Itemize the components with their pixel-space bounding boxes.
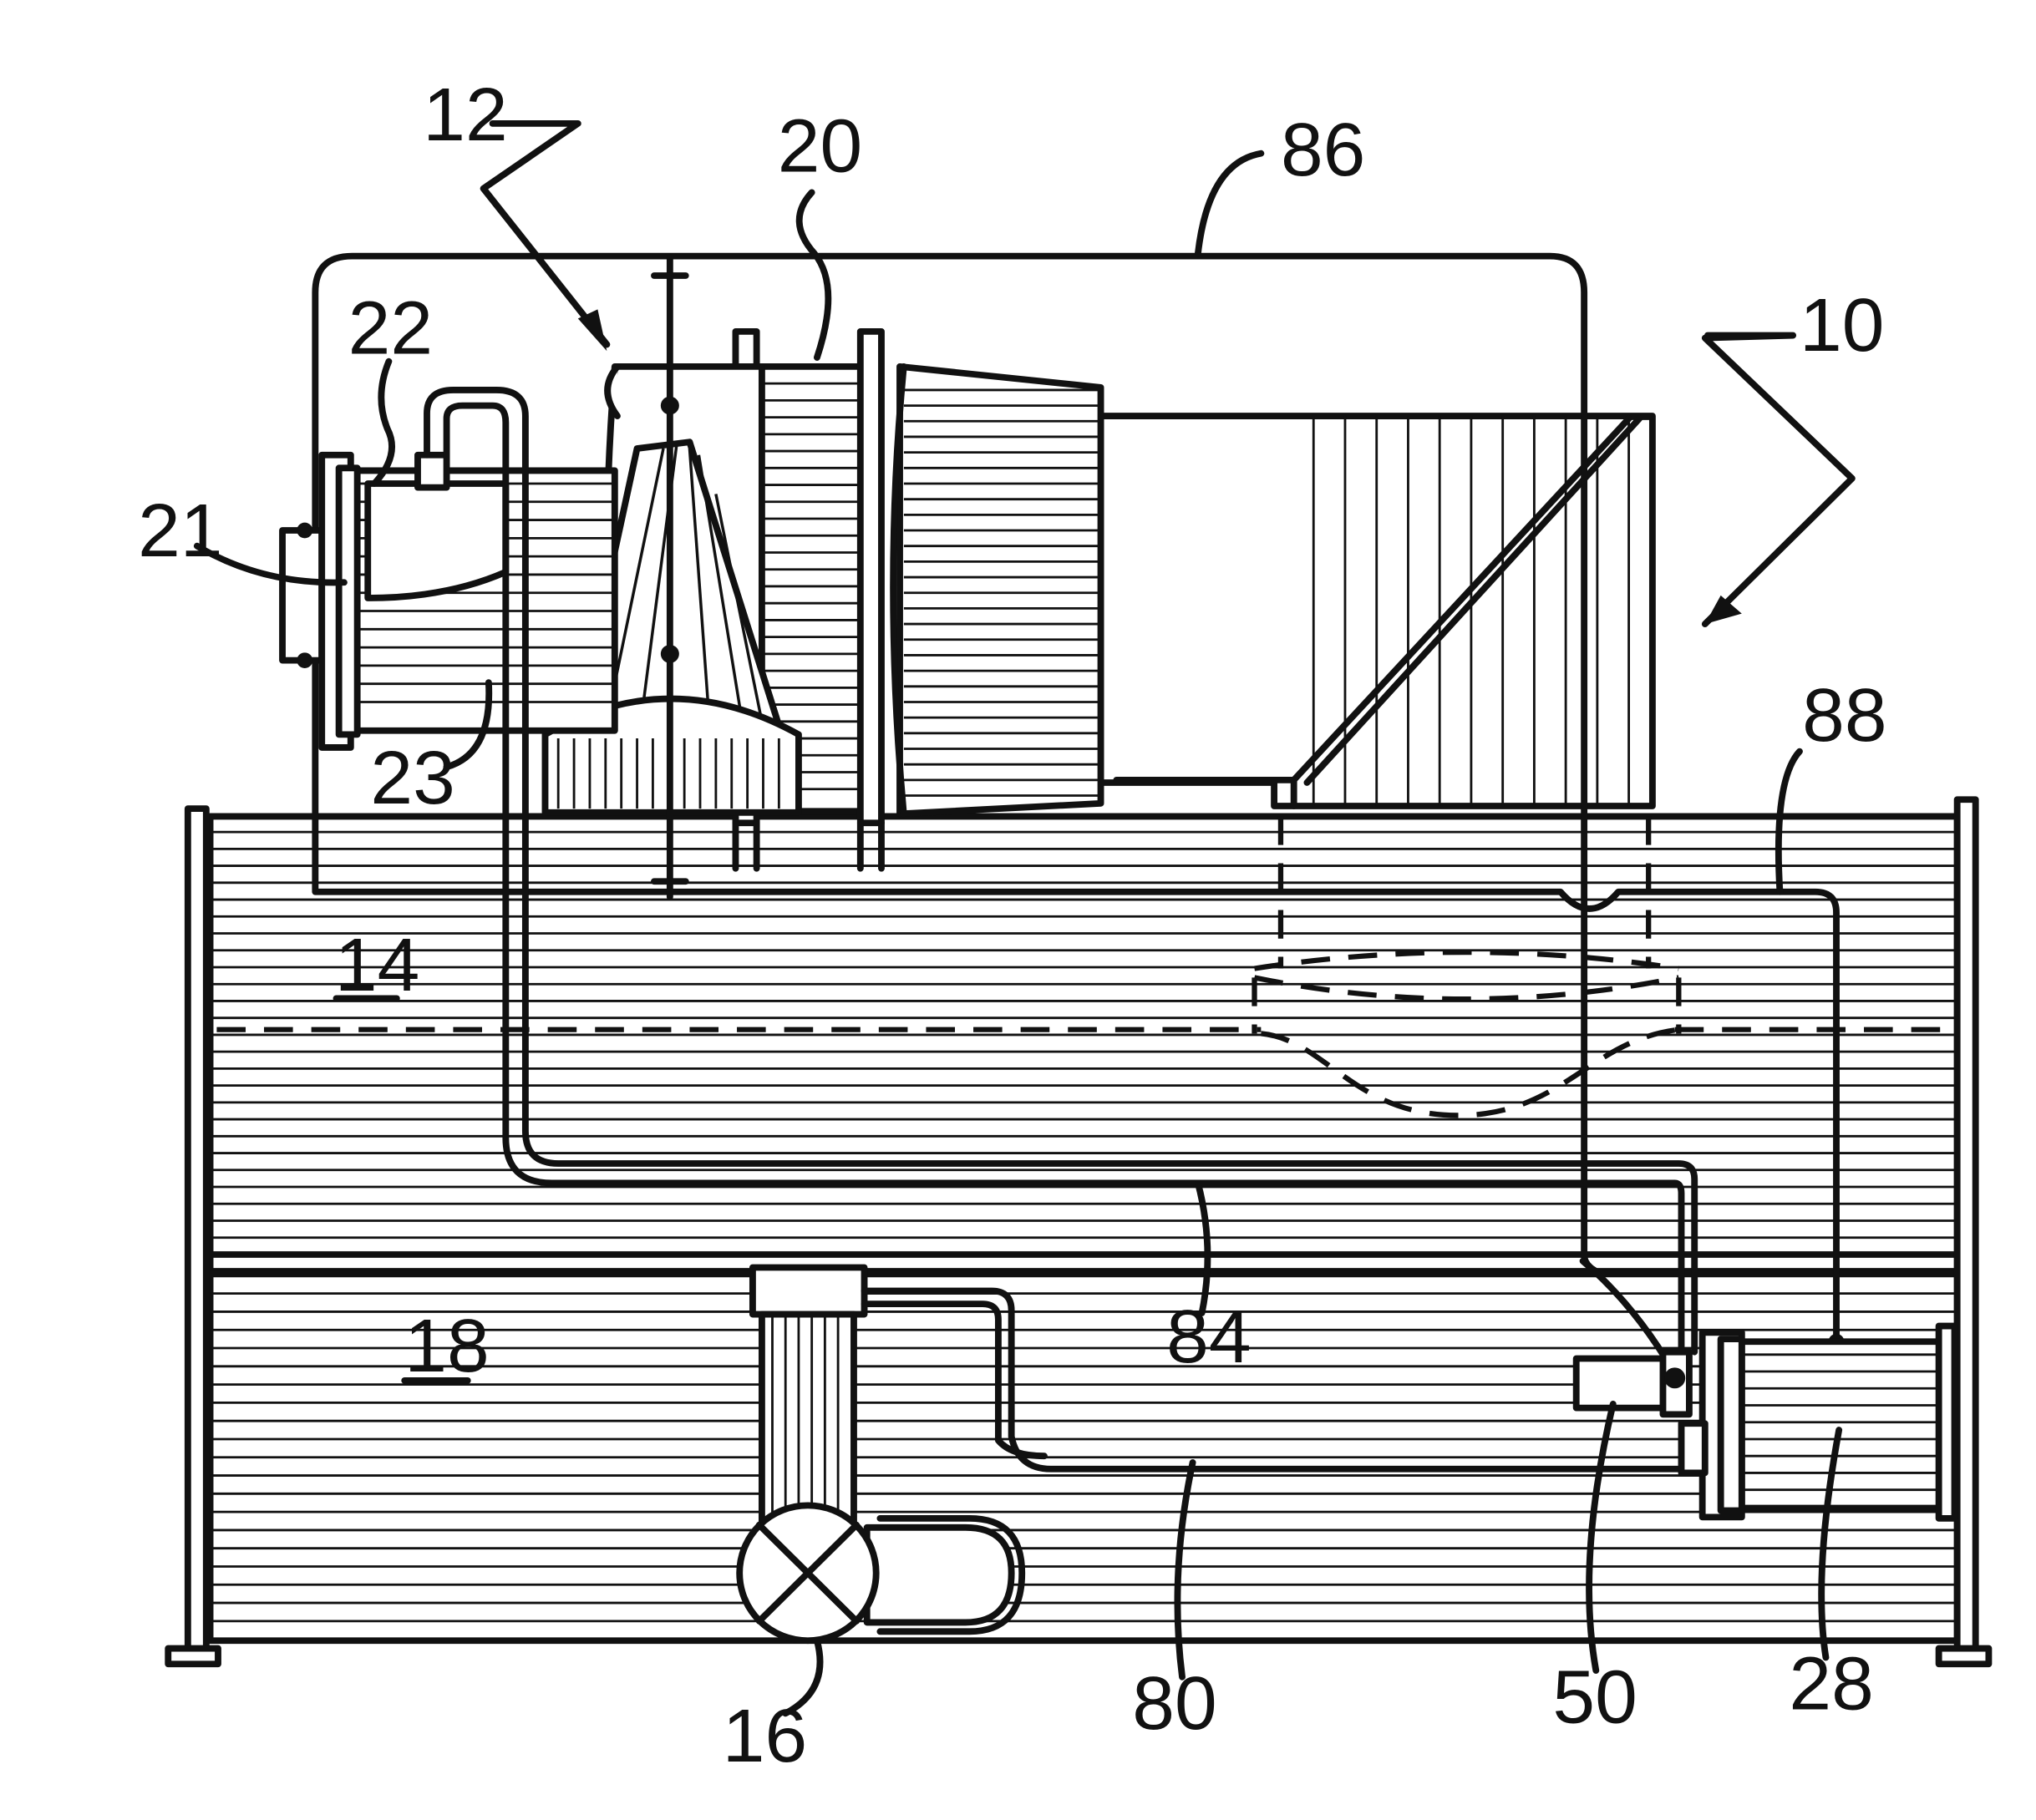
label-12: 12 [423,74,507,157]
line-88 [312,888,1840,1343]
label-50: 50 [1552,1655,1637,1739]
shaft-centerline [651,254,689,900]
label-23: 23 [370,736,454,819]
downpipe [749,1264,868,1526]
right-end-plate [1935,796,1993,1668]
leader-lines [193,119,1856,1717]
label-10: 10 [1800,284,1884,368]
label-84: 84 [1166,1295,1251,1379]
internal-dashed-outline [216,816,1955,1118]
label-14: 14 [335,923,419,1006]
valve-16[interactable] [736,1502,1026,1645]
component-22 [364,387,1698,1356]
component-50[interactable] [1572,1348,1709,1477]
label-80: 80 [1132,1661,1216,1745]
label-86: 86 [1281,109,1365,192]
component-21 [279,451,361,751]
label-22: 22 [348,286,433,370]
label-20: 20 [778,104,862,188]
discharge-duct [1097,413,1656,809]
label-88: 88 [1802,674,1886,758]
condenser-shading [210,830,1957,1240]
motor-20 [890,363,1104,818]
component-28 [1698,1322,1958,1522]
condenser-shell [206,813,1961,1275]
line-80 [861,1287,1698,1473]
label-21: 21 [138,489,222,573]
left-end-plate [165,805,221,1668]
label-16: 16 [723,1694,807,1777]
reference-labels: 12 20 86 10 22 21 23 88 14 18 84 80 50 2… [138,74,1886,1778]
evaporator-shading [210,1292,1957,1623]
label-28: 28 [1789,1642,1873,1726]
label-18: 18 [404,1304,489,1387]
